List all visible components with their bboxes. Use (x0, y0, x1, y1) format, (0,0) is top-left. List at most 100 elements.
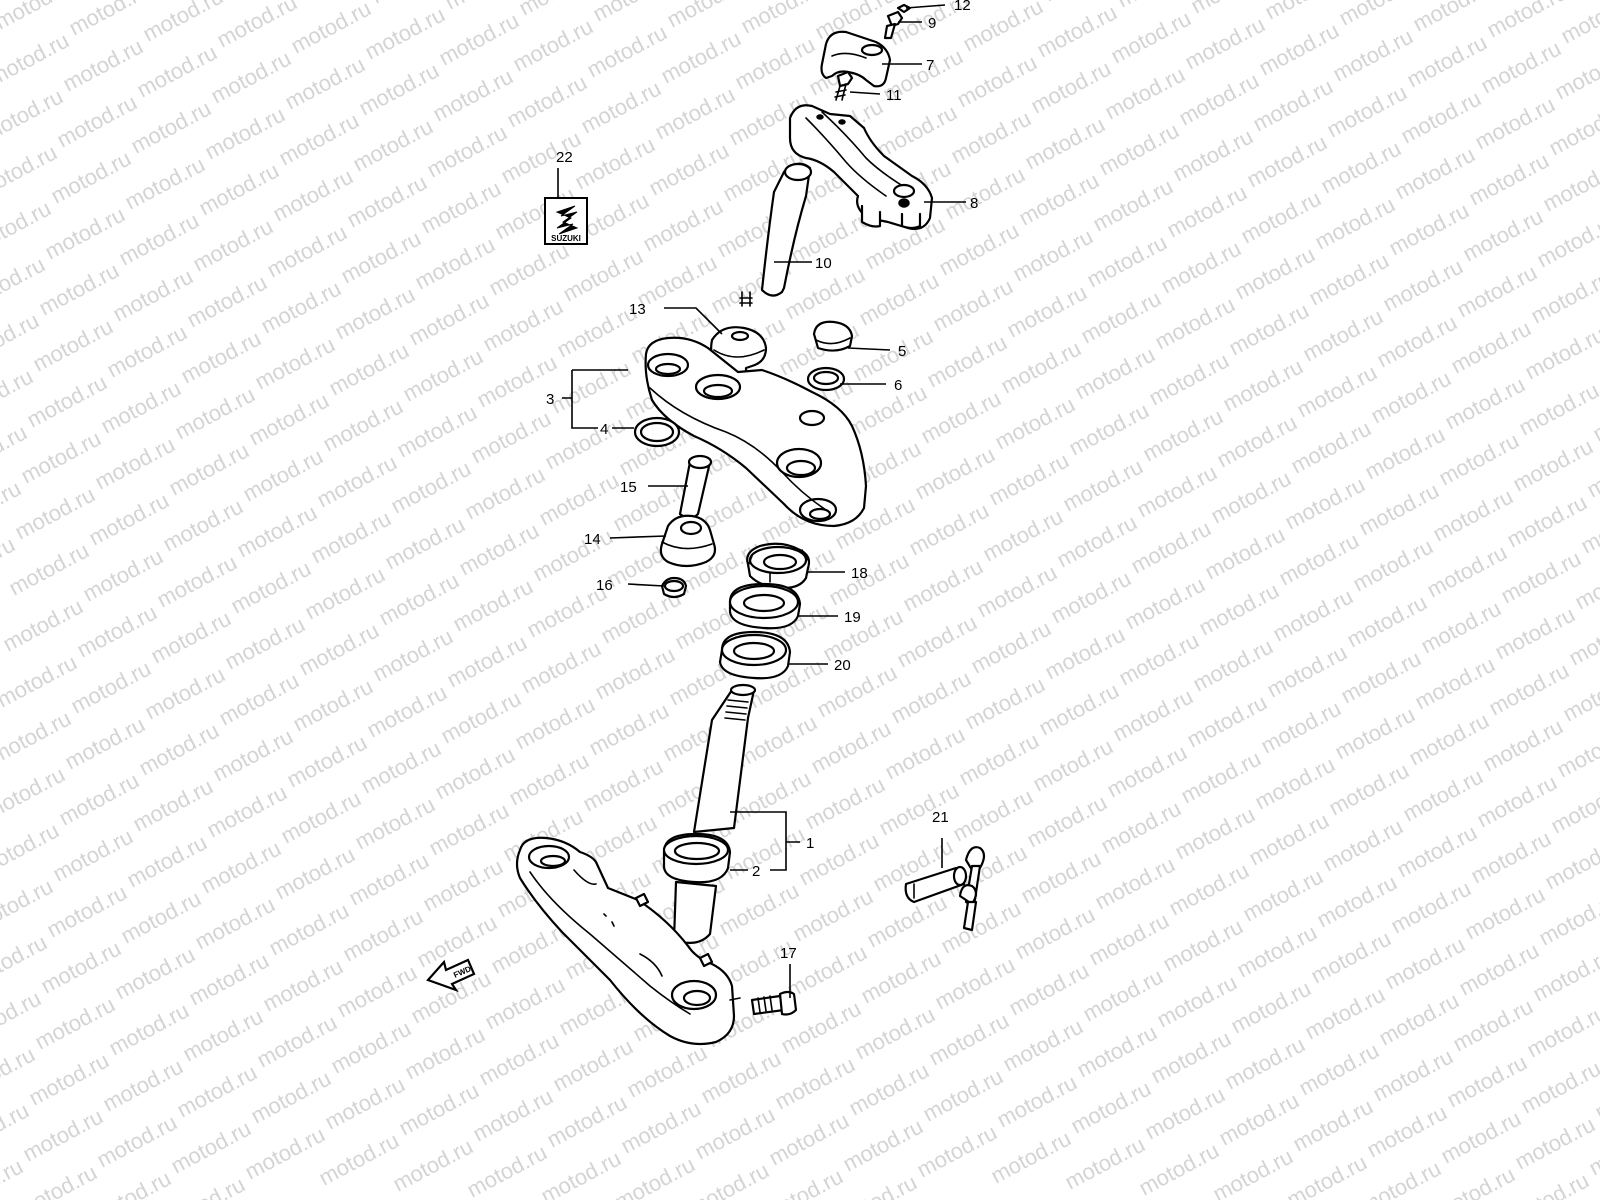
watermark-text: motod.ru (1029, 734, 1117, 797)
watermark-text: motod.ru (715, 878, 803, 941)
watermark-text: motod.ru (481, 972, 569, 1035)
part-17-pinch-bolt[interactable] (729, 990, 798, 1016)
part-1-steering-stem-lower-bracket[interactable] (515, 683, 757, 1046)
part-18-stem-nut[interactable] (746, 542, 811, 590)
watermark-text: motod.ru (133, 40, 221, 103)
label-2: 2 (752, 863, 760, 880)
part-20-bearing[interactable] (718, 630, 792, 680)
watermark-text: motod.ru (213, 0, 301, 52)
watermark-text: motod.ru (1195, 578, 1283, 641)
watermark-text: motod.ru (851, 1002, 939, 1065)
watermark-text: motod.ru (411, 232, 499, 295)
watermark-text: motod.ru (1373, 310, 1461, 373)
watermark-text: motod.ru (167, 1116, 255, 1179)
watermark-text: motod.ru (1397, 86, 1485, 149)
part-3-upper-steering-bracket[interactable] (644, 336, 868, 528)
watermark-text: motod.ru (23, 370, 111, 433)
watermark-text: motod.ru (1301, 982, 1389, 1045)
watermark-text: motod.ru (1411, 652, 1499, 715)
watermark-text: motod.ru (1107, 6, 1195, 69)
leader-lines (557, 4, 966, 998)
watermark-text: motod.ru (1139, 404, 1227, 467)
watermark-text: motod.ru (413, 910, 501, 973)
watermark-text: motod.ru (955, 728, 1043, 791)
watermark-text: motod.ru (17, 426, 105, 489)
watermark-text: motod.ru (899, 554, 987, 617)
watermark-text: motod.ru (1393, 820, 1481, 883)
watermark-text: motod.ru (1127, 516, 1215, 579)
part-11-bolt[interactable] (834, 70, 854, 101)
watermark-text: motod.ru (1491, 602, 1579, 665)
watermark-text: motod.ru (59, 34, 147, 97)
watermark-text: motod.ru (361, 2, 449, 65)
part-2-steering-race[interactable] (662, 832, 732, 884)
part-6-washer[interactable] (806, 366, 846, 392)
watermark-text: motod.ru (1015, 168, 1103, 231)
watermark-text: motod.ru (1293, 360, 1381, 423)
watermark-text: motod.ru (265, 898, 353, 961)
watermark-text: motod.ru (179, 1004, 267, 1067)
part-22-emblem[interactable]: SUZUKI (544, 197, 588, 245)
watermark-text: motod.ru (1213, 410, 1301, 473)
watermark-text: motod.ru (549, 1034, 637, 1097)
watermark-text: motod.ru (1417, 596, 1505, 659)
watermark-text: motod.ru (1171, 802, 1259, 865)
watermark-text: motod.ru (1079, 964, 1167, 1027)
watermark-text: motod.ru (849, 324, 937, 387)
part-7-handlebar-clamp-cap[interactable] (820, 30, 892, 88)
watermark-text: motod.ru (1441, 372, 1529, 435)
label-11: 11 (886, 87, 902, 104)
watermark-text: motod.ru (343, 170, 431, 233)
watermark-text: motod.ru (381, 512, 469, 575)
watermark-text: motod.ru (61, 712, 149, 775)
watermark-text: motod.ru (657, 26, 745, 89)
watermark-text: motod.ru (1509, 434, 1597, 497)
watermark-text: motod.ru (1225, 298, 1313, 361)
watermark-text: motod.ru (1443, 1050, 1531, 1113)
watermark-text: motod.ru (41, 202, 129, 265)
watermark-text: motod.ru (73, 600, 161, 663)
watermark-text: motod.ru (109, 264, 197, 327)
label-9: 9 (928, 15, 936, 32)
part-16-plug[interactable] (660, 576, 688, 599)
watermark-text: motod.ru (1521, 322, 1600, 385)
watermark-text: motod.ru (97, 376, 185, 439)
watermark-text: motod.ru (49, 824, 137, 887)
watermark-text: motod.ru (919, 1064, 1007, 1127)
watermark-text: motod.ru (1159, 914, 1247, 977)
part-14-damper[interactable] (659, 514, 717, 568)
watermark-text: motod.ru (1027, 56, 1115, 119)
watermark-text: motod.ru (1343, 590, 1431, 653)
part-21-steering-lock-keys[interactable] (904, 846, 986, 932)
part-8-handlebar-holder[interactable] (788, 104, 934, 230)
watermark-text: motod.ru (233, 500, 321, 563)
watermark-text: motod.ru (1311, 192, 1399, 255)
watermark-text: motod.ru (29, 314, 117, 377)
part-4-washer[interactable] (633, 416, 681, 448)
watermark-text: motod.ru (1151, 292, 1239, 355)
watermark-text: motod.ru (153, 550, 241, 613)
watermark-text: motod.ru (293, 0, 381, 2)
part-5-cap-nut[interactable] (812, 320, 854, 352)
watermark-text: motod.ru (355, 58, 443, 121)
watermark-text: motod.ru (813, 660, 901, 723)
watermark-text: motod.ru (1163, 180, 1251, 243)
watermark-text: motod.ru (1461, 882, 1549, 945)
watermark-text: motod.ru (1305, 248, 1393, 311)
watermark-text: motod.ru (819, 604, 907, 667)
watermark-text: motod.ru (425, 798, 513, 861)
watermark-text: motod.ru (1133, 460, 1221, 523)
fwd-direction-arrow: FWD (426, 958, 476, 993)
watermark-text: motod.ru (197, 836, 285, 899)
label-1: 1 (806, 835, 814, 852)
watermark-text: motod.ru (1059, 454, 1147, 517)
watermark-text: motod.ru (127, 96, 215, 159)
watermark-text: motod.ru (351, 792, 439, 855)
watermark-text: motod.ru (129, 774, 217, 837)
part-19-bearing[interactable] (728, 582, 802, 630)
watermark-text: motod.ru (577, 76, 665, 139)
watermark-text: motod.ru (423, 120, 511, 183)
watermark-text: motod.ru (1095, 118, 1183, 181)
watermark-text: motod.ru (1263, 640, 1351, 703)
watermark-text: motod.ru (553, 300, 641, 363)
